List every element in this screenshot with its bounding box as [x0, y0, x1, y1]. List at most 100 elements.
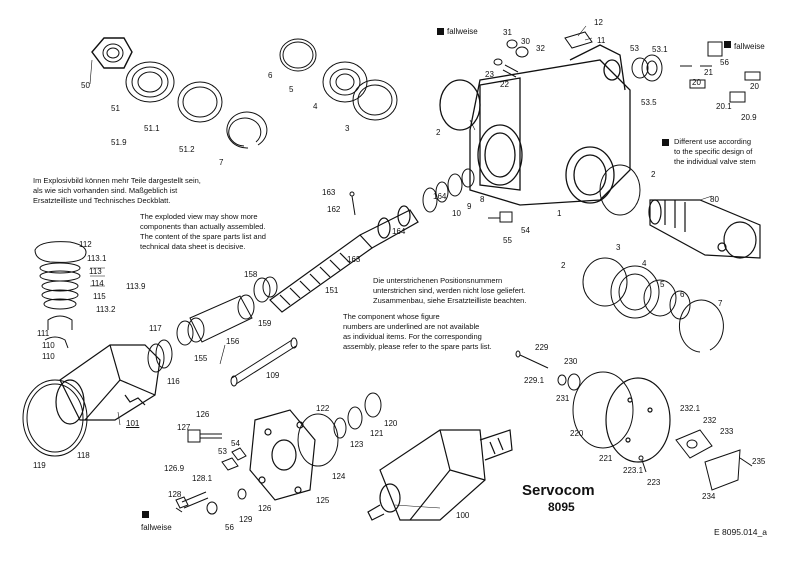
- optional-marker-square: [724, 41, 731, 48]
- note-de-underlined: Die unterstrichenen Positionsnummern unt…: [373, 276, 527, 305]
- part-label: 30: [521, 37, 530, 46]
- drawing-number: E 8095.014_a: [714, 527, 767, 537]
- part-label: 119: [33, 461, 46, 470]
- part-label: 12: [594, 18, 603, 27]
- nut-53-54: [221, 447, 247, 471]
- part-label: 22: [500, 80, 509, 89]
- sleeve-156: [187, 294, 255, 343]
- part-label: 4: [642, 259, 647, 268]
- optional-marker-square: [142, 511, 149, 518]
- diagram-model-number: 8095: [548, 500, 575, 514]
- part-label: 126: [258, 504, 272, 513]
- circlip-7-top: [226, 111, 268, 149]
- part-label: 164: [433, 192, 447, 201]
- cover-12: [564, 31, 593, 49]
- part-label: 231: [556, 394, 570, 403]
- part-label: 116: [167, 377, 180, 386]
- part-label: 2: [561, 261, 566, 270]
- optional-marker-label: fallweise: [734, 42, 765, 51]
- part-label: 112: [79, 240, 92, 249]
- part-label: 126: [196, 410, 210, 419]
- part-label: 109: [266, 371, 280, 380]
- bearing-4-top: [322, 61, 368, 103]
- valve-53: [631, 54, 663, 82]
- seals-120-124: [297, 392, 382, 467]
- rings-158-159: [253, 276, 278, 303]
- plate-234: [704, 449, 753, 491]
- part-label: 156: [226, 337, 240, 346]
- part-label: 113.9: [126, 282, 146, 291]
- part-label: 122: [316, 404, 330, 413]
- part-label: 114: [91, 279, 104, 288]
- part-label: 124: [332, 472, 346, 481]
- part-label: 100: [456, 511, 470, 520]
- part-label: 163: [322, 188, 336, 197]
- part-label: 7: [219, 158, 224, 167]
- oring-6-top: [279, 38, 317, 72]
- part-label: 128: [168, 490, 182, 499]
- cover-plate-221: [605, 377, 671, 463]
- part-label: 7: [718, 299, 723, 308]
- part-label: 1: [557, 209, 562, 218]
- part-label: 53: [630, 44, 639, 53]
- plug-56: [680, 41, 761, 103]
- part-label: 159: [258, 319, 272, 328]
- part-label: 229: [535, 343, 549, 352]
- part-label: 229.1: [524, 376, 545, 385]
- piston-110: [55, 344, 161, 425]
- part-label: 2: [436, 128, 441, 137]
- leader-lines: [89, 25, 713, 509]
- part-label: 51.2: [179, 145, 195, 154]
- optional-marker-label: fallweise: [141, 523, 172, 532]
- part-label: 54: [231, 439, 240, 448]
- part-label: 164: [392, 227, 406, 236]
- note-en-different-use: Different use according to the specific …: [674, 137, 756, 166]
- bearing-group-3-7: [582, 257, 724, 353]
- part-label: 23: [485, 70, 494, 79]
- note-en-underlined: The component whose figure numbers are u…: [343, 312, 492, 351]
- part-label: 5: [289, 85, 294, 94]
- optional-marker-square: [662, 139, 669, 146]
- part-label: 51: [111, 104, 120, 113]
- part-label-underlined: 101: [126, 419, 140, 428]
- part-label: 125: [316, 496, 330, 505]
- part-label: 3: [345, 124, 350, 133]
- part-label: 11: [597, 36, 606, 45]
- part-label: 120: [384, 419, 398, 428]
- part-label: 20.1: [716, 102, 732, 111]
- part-label: 220: [570, 429, 584, 438]
- part-label: 20.9: [741, 113, 757, 122]
- note-en-exploded: The exploded view may show more componen…: [140, 212, 266, 251]
- part-label: 55: [503, 236, 512, 245]
- ring-3-top: [352, 79, 398, 121]
- part-label: 158: [244, 270, 258, 279]
- part-label: 162: [327, 205, 341, 214]
- part-label: 232.1: [680, 404, 701, 413]
- optional-marker-square: [437, 28, 444, 35]
- diagram-title: Servocom: [522, 482, 595, 499]
- part-label: 53.1: [652, 45, 668, 54]
- part-label: 163: [347, 255, 361, 264]
- screw-223: [638, 455, 647, 473]
- part-label: 223.1: [623, 466, 644, 475]
- valve-cover-125: [249, 409, 316, 501]
- seal-rings-8-10: [422, 168, 475, 213]
- part-label: 4: [313, 102, 318, 111]
- part-label: 115: [93, 292, 106, 301]
- part-label: 233: [720, 427, 734, 436]
- part-label: 3: [616, 243, 621, 252]
- part-label: 21: [704, 68, 713, 77]
- part-label: 223: [647, 478, 661, 487]
- part-label: 10: [452, 209, 461, 218]
- part-label: 6: [680, 290, 685, 299]
- part-label: 128.1: [192, 474, 213, 483]
- worm-shaft-151: [269, 205, 419, 313]
- part-label: 6: [268, 71, 273, 80]
- part-label: 129: [239, 515, 253, 524]
- part-label: 110: [42, 352, 55, 361]
- pins-229-230: [515, 350, 581, 391]
- ring-51: [125, 61, 175, 103]
- cover-stack-112: [34, 241, 87, 349]
